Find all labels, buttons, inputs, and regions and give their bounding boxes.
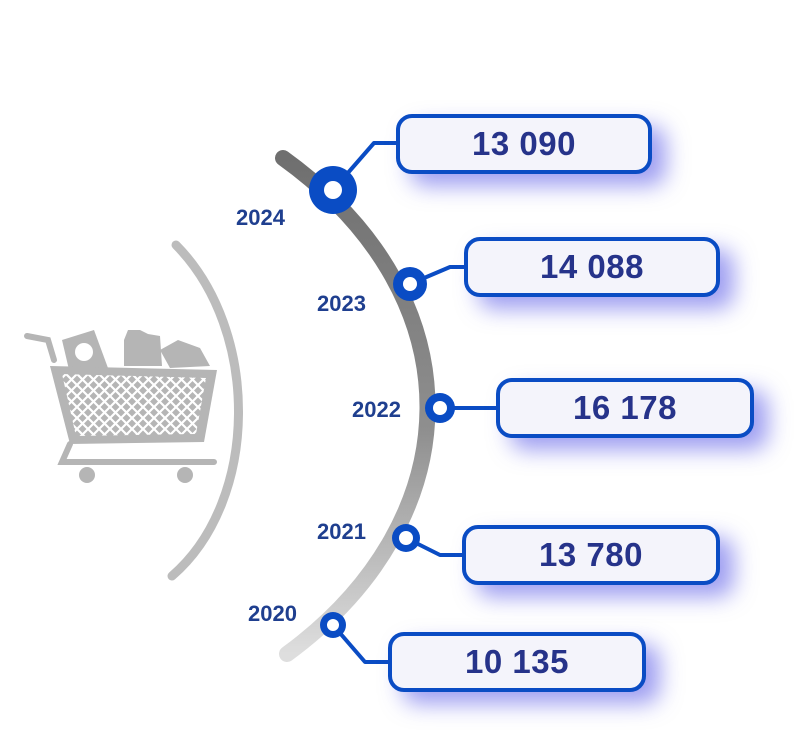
value-box-2024: 13 090 <box>396 114 652 174</box>
timeline-node-center-2022 <box>433 401 447 415</box>
value-box-2020: 10 135 <box>388 632 646 692</box>
timeline-node-center-2020 <box>327 619 339 631</box>
connector-2020 <box>331 623 392 664</box>
timeline-node-center-2021 <box>399 531 413 545</box>
left-decorative-arc <box>167 240 243 581</box>
value-2024: 13 090 <box>472 125 576 162</box>
value-box-2022: 16 178 <box>496 378 754 438</box>
value-2020: 10 135 <box>465 643 569 680</box>
year-label-2020: 2020 <box>248 601 297 626</box>
timeline-node-center-2023 <box>403 277 417 291</box>
value-box-2021: 13 780 <box>462 525 720 585</box>
year-label-2023: 2023 <box>317 291 366 316</box>
year-label-2021: 2021 <box>317 519 366 544</box>
timeline-nodes <box>309 141 500 664</box>
year-label-2024: 2024 <box>236 205 285 230</box>
value-box-2023: 14 088 <box>464 237 720 297</box>
value-2023: 14 088 <box>540 248 644 285</box>
value-2021: 13 780 <box>539 536 643 573</box>
value-2022: 16 178 <box>573 389 677 426</box>
timeline-node-center-2024 <box>324 181 342 199</box>
shopping-cart-icon <box>24 330 217 483</box>
year-label-2022: 2022 <box>352 397 401 422</box>
